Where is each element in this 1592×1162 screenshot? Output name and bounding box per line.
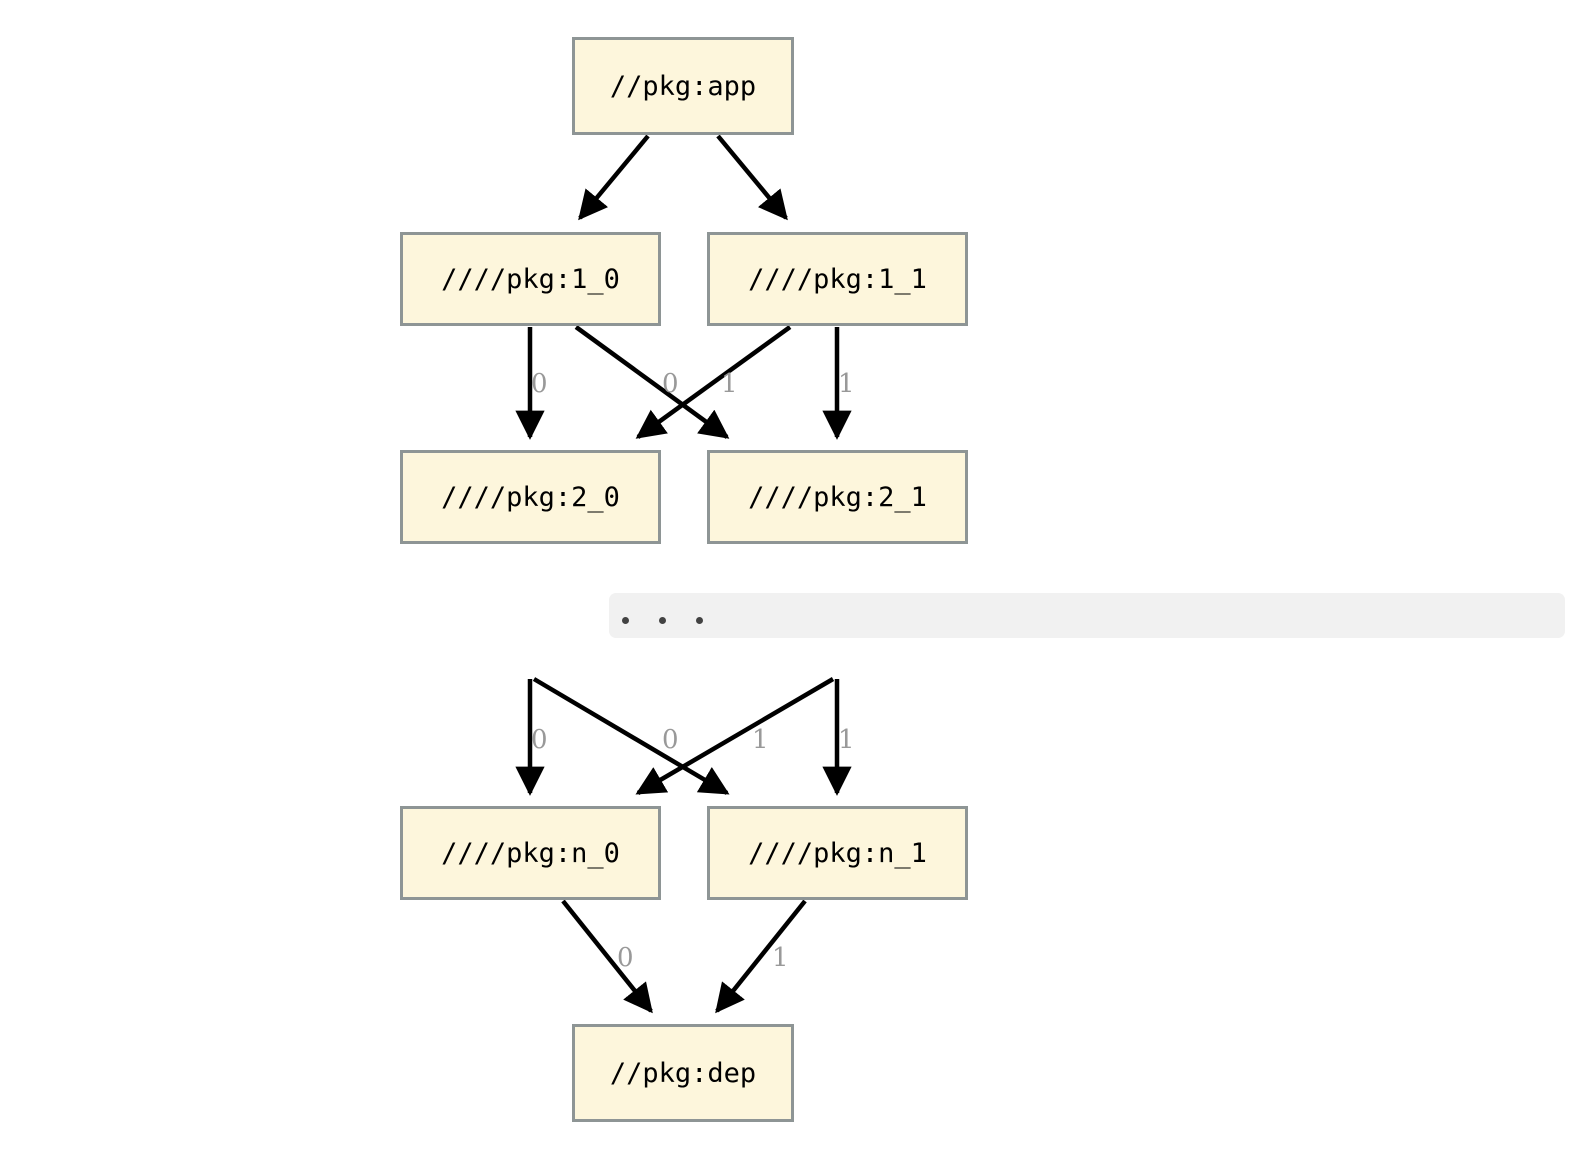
node-label: ////pkg:2_1 (748, 481, 927, 513)
edge-hidden-right-to-n_0 (635, 677, 835, 795)
ellipsis-band (609, 593, 1565, 638)
edge-label: 1 (772, 943, 789, 973)
edge-label: 0 (662, 725, 679, 755)
ellipsis-dot-icon (622, 617, 629, 624)
node-pkg-2_0[interactable]: ////pkg:2_0 (400, 450, 661, 544)
node-pkg-n_0[interactable]: ////pkg:n_0 (400, 806, 661, 900)
edge-n_1-to-dep (715, 899, 807, 1014)
edge-app-to-1_0 (578, 134, 650, 221)
node-pkg-n_1[interactable]: ////pkg:n_1 (707, 806, 968, 900)
edge-label: 0 (662, 369, 679, 399)
ellipsis-dot-icon (659, 617, 666, 624)
node-label: ////pkg:n_0 (441, 837, 620, 869)
node-app[interactable]: //pkg:app (572, 37, 794, 135)
edge-label: 0 (617, 943, 634, 973)
ellipsis-dot-icon (696, 617, 703, 624)
edge-1_1-to-2_0 (635, 325, 792, 439)
edge-label: 1 (721, 369, 738, 399)
node-label: ////pkg:1_0 (441, 263, 620, 295)
edge-label: 0 (531, 725, 548, 755)
node-label: //pkg:app (609, 70, 757, 102)
edge-label: 1 (752, 725, 769, 755)
node-label: ////pkg:n_1 (748, 837, 927, 869)
edge-label: 1 (838, 369, 855, 399)
node-dep[interactable]: //pkg:dep (572, 1024, 794, 1122)
edge-label: 1 (838, 725, 855, 755)
node-label: //pkg:dep (609, 1057, 757, 1089)
edge-hidden-left-to-n_1 (532, 677, 730, 795)
edge-n_0-to-dep (561, 899, 653, 1014)
node-label: ////pkg:2_0 (441, 481, 620, 513)
edge-label: 0 (531, 369, 548, 399)
ellipsis-dots (609, 617, 703, 638)
node-label: ////pkg:1_1 (748, 263, 927, 295)
node-pkg-1_1[interactable]: ////pkg:1_1 (707, 232, 968, 326)
node-pkg-2_1[interactable]: ////pkg:2_1 (707, 450, 968, 544)
edge-1_0-to-2_1 (574, 325, 730, 439)
edge-app-to-1_1 (716, 134, 788, 221)
node-pkg-1_0[interactable]: ////pkg:1_0 (400, 232, 661, 326)
